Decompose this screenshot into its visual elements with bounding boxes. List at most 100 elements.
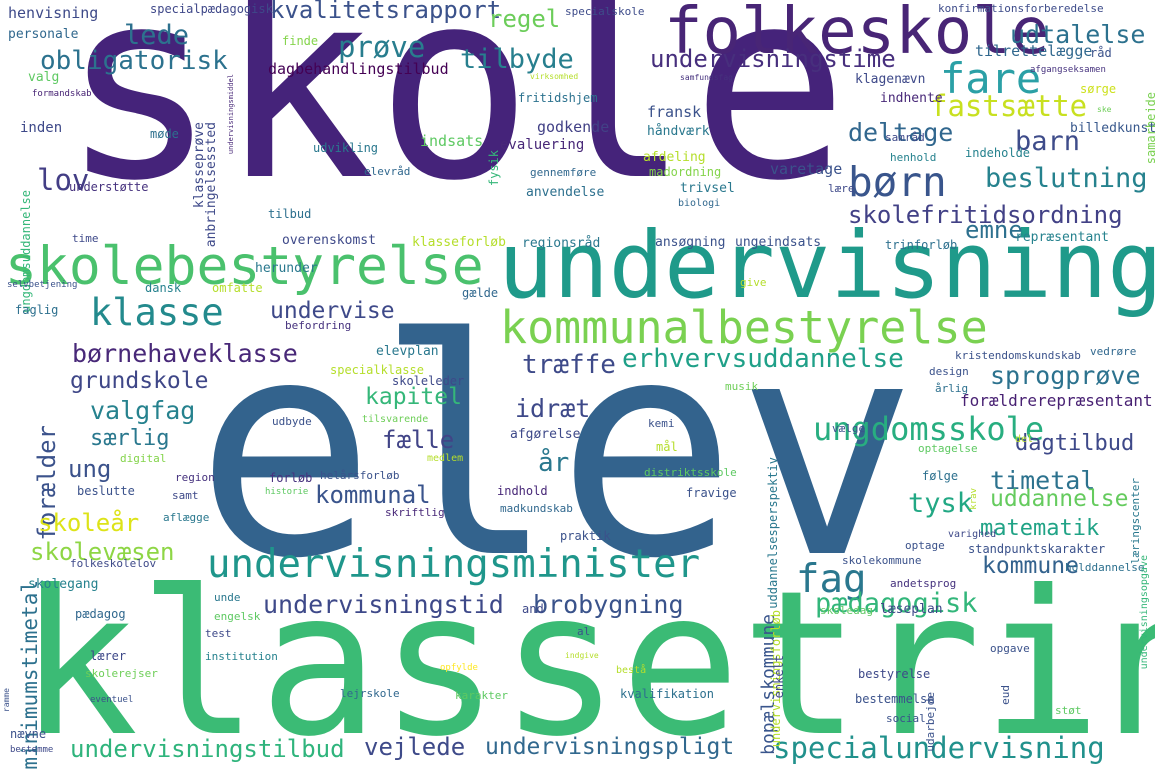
word-100: fysik xyxy=(487,150,501,187)
word-129: skoleleder xyxy=(392,374,465,388)
word-196: støt xyxy=(1055,704,1082,717)
word-182: skolerejser xyxy=(85,667,158,680)
word-126: kristendomskundskab xyxy=(955,349,1081,362)
word-5: folkeskole xyxy=(664,0,1050,69)
word-68: finde xyxy=(282,34,319,48)
word-59: minimumstimetal xyxy=(18,580,42,770)
word-136: vælge xyxy=(832,422,866,435)
word-95: henhold xyxy=(890,151,937,164)
word-148: samt xyxy=(172,489,199,502)
word-55: uddannelse xyxy=(990,486,1129,512)
word-87: møde xyxy=(150,127,179,141)
word-152: aflægge xyxy=(163,511,210,524)
word-64: specialpædagogisk xyxy=(150,2,273,16)
word-32: emne xyxy=(965,216,1023,244)
word-161: standpunktskarakter xyxy=(968,542,1106,556)
word-99: elevråd xyxy=(364,165,411,178)
word-56: matematik xyxy=(980,516,1100,541)
word-117: selvbetjening xyxy=(7,280,78,290)
word-190: lejrskole xyxy=(340,687,400,700)
word-197: bestemme xyxy=(10,745,54,755)
word-158: praktik xyxy=(560,529,611,543)
word-40: sprogprøve xyxy=(990,361,1141,390)
word-107: tilbud xyxy=(268,207,312,221)
word-183: opfylde xyxy=(440,663,478,673)
word-60: undervise xyxy=(270,298,395,324)
word-141: mål xyxy=(656,440,678,454)
word-3: klassetrin xyxy=(18,548,1155,770)
word-103: understøtte xyxy=(69,180,149,194)
word-194: nævne xyxy=(10,727,47,741)
word-7: kommunalbestyrelse xyxy=(500,301,988,354)
word-66: konfirmationsforberedelse xyxy=(938,2,1104,15)
word-27: udtalelse xyxy=(1010,20,1146,49)
word-25: kvalitetsrapport xyxy=(270,0,502,24)
word-44: ung xyxy=(68,455,112,483)
word-14: specialundervisning xyxy=(773,731,1105,765)
word-69: tilrettelægge xyxy=(975,42,1093,60)
word-113: ungeindsats xyxy=(735,235,822,250)
word-177: enkelt xyxy=(772,655,786,699)
word-79: indhente xyxy=(880,91,943,106)
word-170: pædagog xyxy=(75,607,126,621)
word-187: eud xyxy=(999,685,1012,705)
word-199: ske xyxy=(1097,105,1112,114)
word-101: varetage xyxy=(770,160,843,178)
word-18: erhvervsuddannelse xyxy=(622,344,904,374)
word-6: skolebestyrelse xyxy=(5,236,484,297)
word-23: undervisningstime xyxy=(650,45,896,73)
word-171: engelsk xyxy=(214,610,261,623)
word-151: fravige xyxy=(686,486,737,500)
word-33: prøve xyxy=(338,30,426,64)
word-188: ramme xyxy=(2,688,11,713)
word-93: madordning xyxy=(649,165,722,179)
word-77: klagenævn xyxy=(855,72,926,87)
word-91: evaluering xyxy=(500,137,585,153)
word-45: skoleår xyxy=(38,509,140,537)
word-39: træffe xyxy=(522,350,616,380)
word-125: specialklasse xyxy=(330,363,424,377)
word-122: gælde xyxy=(462,286,499,300)
word-154: madkundskab xyxy=(500,502,573,515)
word-34: lede xyxy=(124,20,190,51)
word-139: digital xyxy=(120,452,167,465)
word-1: skole xyxy=(60,0,849,238)
word-192: kvalifikation xyxy=(620,687,714,701)
word-28: fastsætte xyxy=(930,89,1088,123)
word-71: ungdomsuddannelse xyxy=(19,190,33,313)
word-109: overenskomst xyxy=(282,233,376,248)
word-24: obligatorisk xyxy=(40,46,228,76)
word-8: undervisningsminister xyxy=(207,542,701,587)
word-80: fransk xyxy=(647,103,702,121)
word-147: beslutte xyxy=(77,484,135,498)
word-51: kommunal xyxy=(315,481,431,509)
word-169: læseplan xyxy=(880,602,943,617)
word-52: timetal xyxy=(990,466,1096,495)
word-166: andetsprog xyxy=(890,577,957,590)
word-108: time xyxy=(72,232,99,245)
word-167: unde xyxy=(214,591,241,604)
word-178: undervisningsopgave xyxy=(1139,555,1150,670)
word-15: undervisningspligt xyxy=(485,734,735,760)
word-42: valgfag xyxy=(90,396,196,425)
word-35: tilbyde xyxy=(460,44,574,75)
word-11: børn xyxy=(848,158,947,206)
word-110: klasseforløb xyxy=(412,235,506,250)
word-144: helårsforløb xyxy=(320,469,400,482)
word-96: indeholde xyxy=(965,146,1031,160)
word-106: biologi xyxy=(678,198,721,209)
word-132: udbyde xyxy=(272,415,312,428)
word-138: del xyxy=(1015,434,1034,445)
word-127: vedrøre xyxy=(1090,345,1137,358)
word-67: personale xyxy=(8,27,79,42)
word-76: afgangseksamen xyxy=(1030,65,1106,75)
word-46: skolevæsen xyxy=(30,538,175,566)
word-104: trivsel xyxy=(680,181,735,196)
word-20: undervisningstid xyxy=(263,590,504,619)
word-86: billedkunst xyxy=(1070,121,1155,136)
word-38: grundskole xyxy=(70,368,209,394)
word-114: repræsentant xyxy=(1015,230,1109,245)
word-121: faglig xyxy=(15,303,59,317)
word-111: regionsråd xyxy=(522,236,601,251)
word-130: design xyxy=(929,365,969,378)
